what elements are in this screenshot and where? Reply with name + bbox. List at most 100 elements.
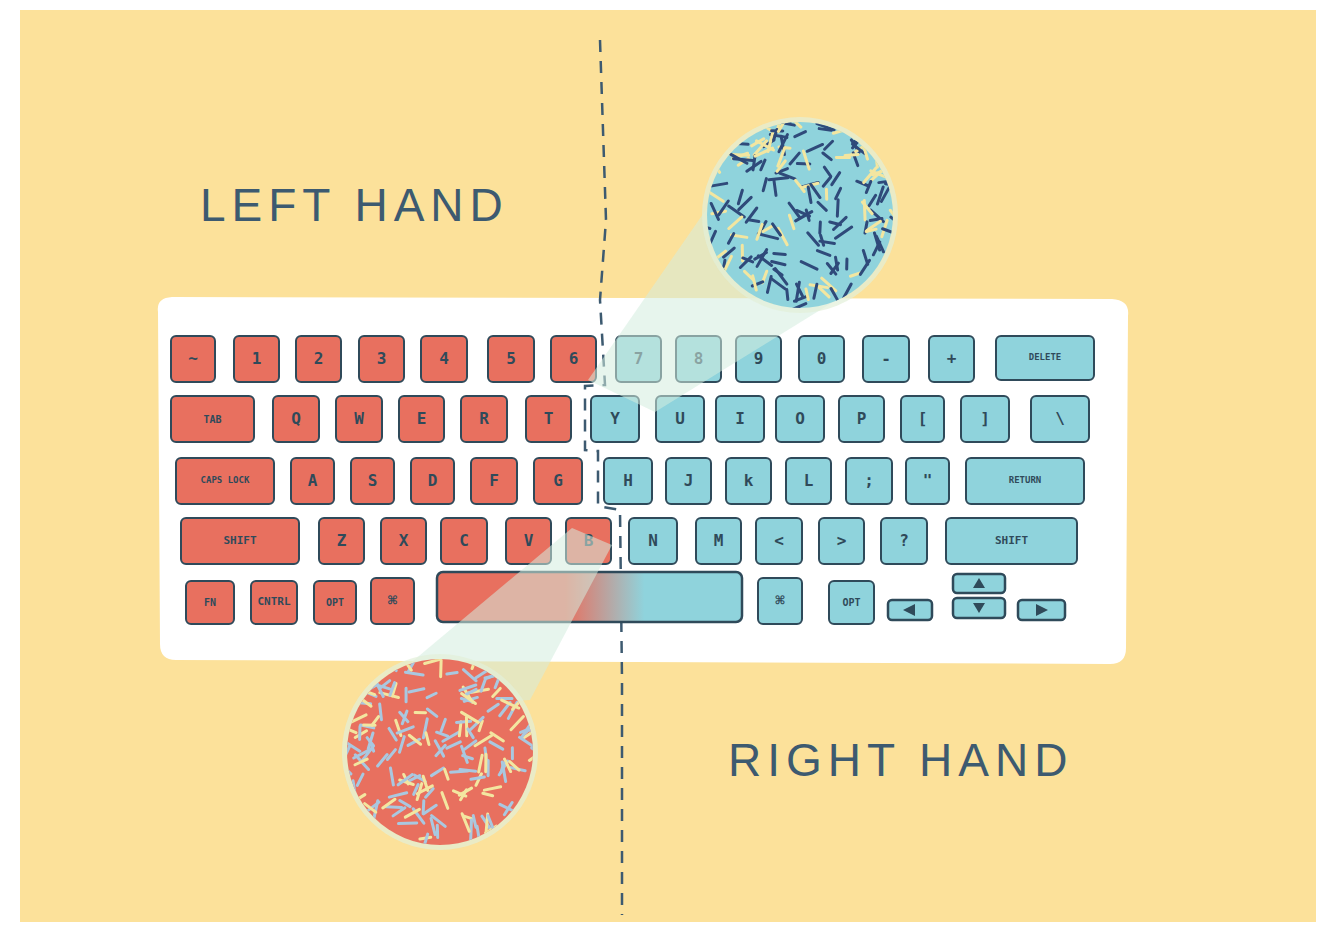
sprinkle xyxy=(772,129,783,132)
sprinkle xyxy=(823,153,831,160)
sprinkle xyxy=(836,156,849,159)
key-label: 0 xyxy=(817,350,827,368)
key-label: > xyxy=(837,532,847,550)
sprinkle xyxy=(511,717,523,730)
sprinkle xyxy=(462,746,468,762)
sprinkle xyxy=(396,720,401,735)
sprinkle xyxy=(796,282,799,301)
sprinkle xyxy=(504,803,512,815)
keyboard-key: [ xyxy=(900,395,945,443)
arrow-key xyxy=(1018,600,1065,620)
key-label: J xyxy=(684,472,694,490)
arrow-symbol xyxy=(973,578,985,588)
key-label: \ xyxy=(1055,410,1065,428)
key-label: Y xyxy=(610,410,620,428)
sprinkle xyxy=(342,746,350,763)
key-label: V xyxy=(524,532,534,550)
sprinkle xyxy=(753,156,755,170)
sprinkle xyxy=(435,741,443,756)
sprinkle xyxy=(400,780,414,785)
sprinkle xyxy=(834,217,847,229)
sprinkle xyxy=(796,180,805,191)
sprinkle xyxy=(845,259,848,269)
key-label: 4 xyxy=(439,350,449,368)
sprinkle xyxy=(729,206,745,217)
key-label: U xyxy=(675,410,685,428)
sprinkle xyxy=(389,728,396,740)
sprinkle xyxy=(803,151,809,169)
key-label: 3 xyxy=(377,350,387,368)
key-label: < xyxy=(774,532,784,550)
sprinkle xyxy=(486,814,488,833)
sprinkle xyxy=(481,679,485,691)
key-label: DELETE xyxy=(1029,353,1062,363)
sprinkle xyxy=(738,190,742,203)
circle-halo xyxy=(702,117,898,313)
sprinkle xyxy=(482,816,490,829)
sprinkle xyxy=(851,140,859,152)
sprinkle xyxy=(730,154,747,163)
sprinkle xyxy=(417,784,422,800)
sprinkle xyxy=(413,809,424,823)
sprinkle xyxy=(866,181,870,192)
sprinkle xyxy=(393,808,405,816)
sprinkle xyxy=(529,750,543,760)
sprinkle xyxy=(502,762,505,781)
sprinkle xyxy=(348,795,365,805)
sprinkle xyxy=(491,733,504,741)
key-label: H xyxy=(623,472,633,490)
arrow-key xyxy=(888,600,932,620)
sprinkle xyxy=(508,702,517,718)
sprinkle xyxy=(743,258,753,262)
keyboard-key: I xyxy=(715,395,765,443)
key-label: F xyxy=(489,472,499,490)
sprinkle xyxy=(862,202,872,214)
sprinkle xyxy=(417,786,432,794)
sprinkle xyxy=(466,689,476,694)
sprinkle xyxy=(740,257,751,268)
keyboard-key: V xyxy=(505,517,552,565)
keyboard-key: OPT xyxy=(313,580,357,625)
key-label: T xyxy=(544,410,554,428)
sprinkle xyxy=(436,825,439,837)
sprinkle xyxy=(770,135,787,138)
sprinkle xyxy=(456,721,470,722)
sprinkle xyxy=(879,181,892,183)
keyboard-key: G xyxy=(533,457,583,505)
sprinkle xyxy=(484,754,487,771)
keyboard-key: DELETE xyxy=(995,335,1095,381)
key-label: 8 xyxy=(694,350,704,368)
sprinkle xyxy=(405,688,408,701)
sprinkle xyxy=(872,168,890,174)
keyboard-key: M xyxy=(695,517,742,565)
sprinkle xyxy=(763,179,766,191)
sprinkle xyxy=(778,117,787,131)
sprinkle xyxy=(354,749,371,758)
sprinkle xyxy=(447,672,457,674)
sprinkle xyxy=(479,755,482,772)
keyboard-key: 5 xyxy=(487,335,535,383)
key-label: W xyxy=(354,410,364,428)
sprinkle xyxy=(775,269,787,284)
key-label: CNTRL xyxy=(257,596,290,608)
sprinkle xyxy=(774,253,785,254)
keyboard-key: ⌘ xyxy=(370,577,415,625)
sprinkle xyxy=(711,203,718,219)
keyboard-key: Q xyxy=(272,395,320,443)
sprinkle xyxy=(422,801,426,814)
sprinkle xyxy=(708,191,723,201)
sprinkle xyxy=(383,799,395,808)
sprinkle xyxy=(487,674,499,678)
sprinkle xyxy=(464,697,477,701)
key-label: SHIFT xyxy=(223,535,256,547)
sprinkle xyxy=(425,659,440,663)
key-label: Z xyxy=(337,532,347,550)
sprinkle xyxy=(729,217,742,229)
keyboard-key: ? xyxy=(880,517,928,565)
key-label: 6 xyxy=(569,350,579,368)
sprinkle xyxy=(777,161,785,171)
sprinkle xyxy=(779,147,790,148)
key-label: P xyxy=(857,410,867,428)
sprinkle xyxy=(344,741,360,751)
sprinkle xyxy=(789,215,794,228)
